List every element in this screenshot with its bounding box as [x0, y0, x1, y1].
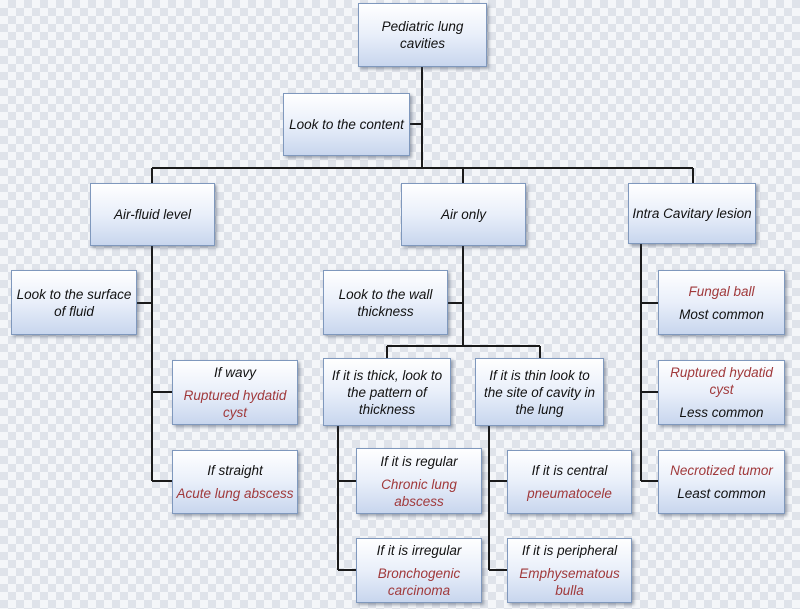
- condition-text: If it is peripheral: [521, 543, 618, 558]
- node-if-peripheral: If it is peripheral Emphysematous bulla: [507, 538, 632, 603]
- condition-text: If it is central: [531, 463, 608, 478]
- node-fungal-ball: Fungal ball Most common: [658, 270, 785, 335]
- node-intra-cavitary-lesion: Intra Cavitary lesion: [628, 183, 756, 244]
- finding-text: Acute lung abscess: [176, 486, 294, 501]
- node-text: Look to the wall thickness: [338, 286, 433, 319]
- condition-text: If it is irregular: [376, 543, 462, 558]
- node-text: If it is thick, look to the pattern of t…: [331, 367, 443, 417]
- finding-text: Necrotized tumor: [670, 463, 773, 478]
- node-if-wavy: If wavy Ruptured hydatid cyst: [172, 360, 298, 425]
- finding-text: Ruptured hydatid cyst: [670, 365, 773, 397]
- node-text: Look to the surface of fluid: [16, 286, 132, 319]
- node-text: Air only: [440, 207, 486, 222]
- condition-text: If wavy: [213, 365, 256, 380]
- finding-text: Bronchogenic carcinoma: [377, 566, 461, 598]
- finding-text: Emphysematous bulla: [519, 566, 620, 598]
- finding-text: Chronic lung abscess: [381, 476, 457, 509]
- node-look-to-wall-thickness: Look to the wall thickness: [323, 270, 448, 335]
- node-text: Intra Cavitary lesion: [632, 206, 752, 221]
- frequency-text: Most common: [679, 306, 764, 322]
- frequency-text: Least common: [677, 486, 766, 501]
- finding-text: Ruptured hydatid cyst: [183, 388, 287, 420]
- finding-text: Fungal ball: [688, 283, 755, 299]
- node-pediatric-lung-cavities: Pediatric lung cavities: [358, 3, 487, 67]
- node-text: Pediatric lung cavities: [381, 19, 464, 51]
- node-look-to-surface-of-fluid: Look to the surface of fluid: [11, 270, 137, 335]
- condition-text: If straight: [207, 463, 263, 478]
- frequency-text: Less common: [679, 405, 764, 420]
- node-ruptured-hydatid-cyst: Ruptured hydatid cyst Less common: [658, 360, 785, 425]
- node-text: If it is thin look to the site of cavity…: [483, 367, 596, 417]
- node-if-thick: If it is thick, look to the pattern of t…: [323, 358, 451, 426]
- node-look-to-content: Look to the content: [283, 93, 410, 156]
- node-text: Look to the content: [289, 117, 404, 132]
- node-if-central: If it is central pneumatocele: [507, 450, 632, 514]
- condition-text: If it is regular: [380, 453, 458, 469]
- node-if-irregular: If it is irregular Bronchogenic carcinom…: [356, 538, 482, 603]
- node-if-regular: If it is regular Chronic lung abscess: [356, 448, 482, 514]
- node-necrotized-tumor: Necrotized tumor Least common: [658, 450, 785, 514]
- node-if-thin: If it is thin look to the site of cavity…: [475, 358, 604, 426]
- node-air-only: Air only: [401, 183, 526, 246]
- node-air-fluid-level: Air-fluid level: [90, 183, 215, 246]
- finding-text: pneumatocele: [527, 486, 612, 501]
- node-text: Air-fluid level: [113, 207, 192, 222]
- node-if-straight: If straight Acute lung abscess: [172, 450, 298, 514]
